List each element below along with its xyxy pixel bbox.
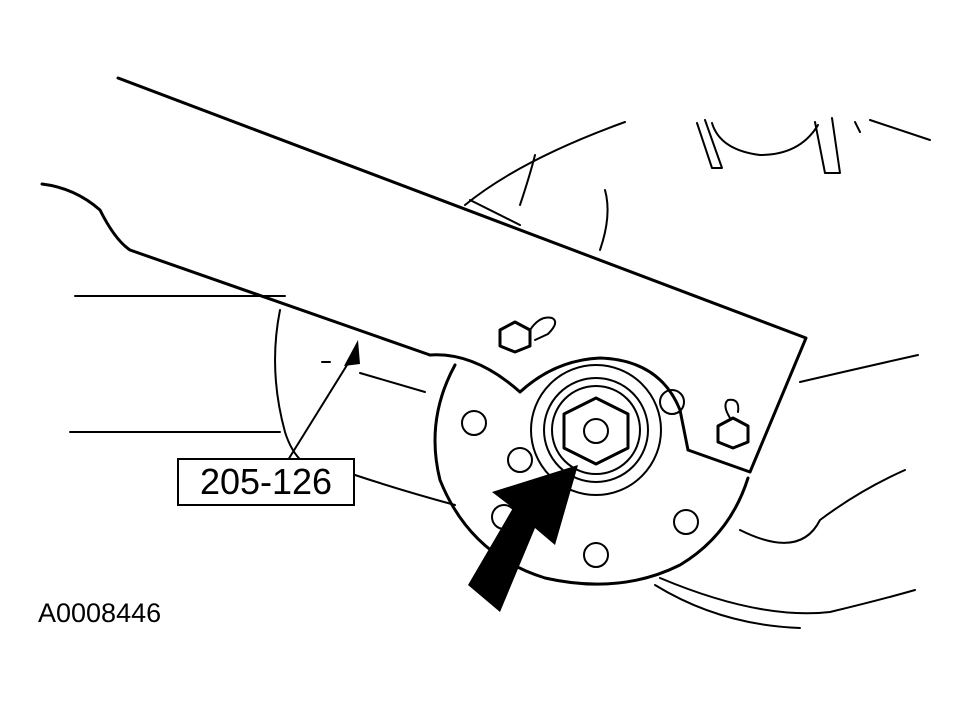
centerline [321,361,426,393]
bolt-left [498,316,557,354]
axle-flange [433,363,750,586]
flange-hole [673,509,699,535]
axle-center [583,418,609,444]
drum-edge [69,295,456,506]
flange-hole [461,410,487,436]
upper-bracket [696,117,931,174]
bolt-right [716,398,750,450]
figure-id-label: A0008446 [38,598,162,628]
solid-black-arrow-icon [468,465,578,612]
housing-outline [464,121,919,629]
tool-number-callout: 205-126 [177,458,355,506]
hub [530,364,662,496]
leader-arrow-icon [287,340,360,461]
flange-hole [583,542,609,568]
tool-bar [40,76,808,474]
hex-nut [562,396,630,466]
flange-hole [507,447,533,473]
flange-hole [659,389,685,415]
